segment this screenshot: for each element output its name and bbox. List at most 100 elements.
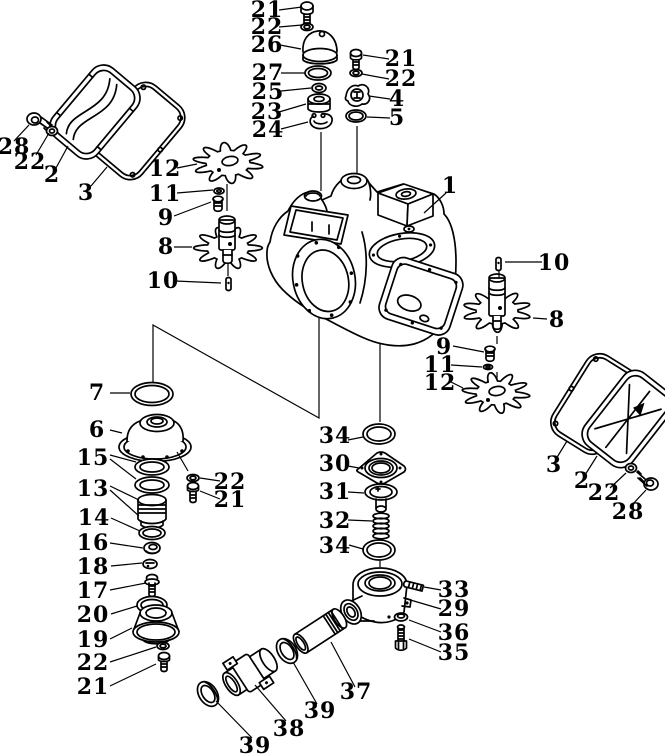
part-washer-22-b [349,68,363,78]
callout-label: 11 [423,352,457,378]
part-oring-14 [138,525,166,541]
callout-label: 37 [339,679,373,705]
callout-label: 7 [88,380,106,406]
part-bolt-35 [394,624,408,652]
part-cover-2-left [49,64,141,160]
callout-label: 21 [213,487,247,513]
part-clip-18 [142,558,158,570]
part-pipe-37 [292,608,348,654]
callout-label: 9 [435,334,453,360]
part-bearing-23 [307,93,331,113]
part-ring-11-right [482,363,494,371]
leader-lines [13,6,647,739]
part-washer-22-a [300,22,314,32]
callout-label: 28 [0,134,31,160]
assembly-centerlines [152,126,500,567]
callout-label: 8 [157,234,175,260]
callout-label: 17 [76,578,110,604]
callout-label: 32 [318,508,352,534]
part-cage-6 [118,413,192,463]
part-ring-15-a [134,458,170,476]
part-rotor-8-right [463,273,531,334]
callout-label: 34 [318,533,352,559]
part-snapring-24 [309,112,333,130]
callout-label: 39 [238,733,272,756]
callout-label: 3 [77,180,95,206]
part-oring-34-b [362,539,396,561]
callout-label: 12 [148,156,182,182]
part-plate-12-right [461,371,531,415]
part-valve-31 [364,483,398,513]
callout-label: 19 [76,627,110,653]
callout-label: 8 [548,307,566,333]
callout-label: 6 [88,417,106,443]
part-spring-32 [372,512,390,540]
callout-label: 27 [251,60,285,86]
part-seal-39-a [275,637,299,665]
callout-label: 10 [146,268,180,294]
callout-label: 18 [76,554,110,580]
part-seat-plate-30 [355,451,407,485]
part-housing-1 [266,172,464,347]
part-cup-19 [132,604,180,645]
callout-label: 20 [76,602,110,628]
callout-label: 21 [384,46,418,72]
part-washer-22-d [156,641,170,651]
part-seat-16 [143,541,161,555]
callout-label: 22 [587,480,621,506]
part-bolt-21-b [349,48,363,71]
callout-label: 2 [573,468,591,494]
part-bolt-28-right [636,470,659,491]
part-washer-22-c [186,473,200,483]
part-washer-25 [311,82,327,94]
part-cover-2-right [581,369,665,469]
callout-label: 4 [388,86,406,112]
callout-label: 34 [318,423,352,449]
callout-label: 21 [76,674,110,700]
callout-label: 35 [437,640,471,666]
callout-label: 25 [251,79,285,105]
callout-label: 26 [250,32,284,58]
callout-label: 15 [76,445,110,471]
callout-label: 5 [388,105,406,131]
callout-label: 36 [437,620,471,646]
callout-label: 1 [441,173,459,199]
callout-label: 16 [76,530,110,556]
callout-label: 9 [157,205,175,231]
callout-label: 22 [76,650,110,676]
callout-label: 22 [13,149,47,175]
callout-label: 3 [545,452,563,478]
callout-label: 13 [76,476,110,502]
callout-label: 28 [611,499,645,525]
part-pin-10-right [495,256,502,272]
callout-label: 12 [423,370,457,396]
part-screw-17 [144,573,160,598]
part-pin-10-left [225,276,232,292]
callout-label: 30 [318,451,352,477]
callout-label: 38 [272,716,306,742]
part-nut-36 [393,612,409,622]
part-oring-34-a [362,423,396,445]
part-bolt-21-a [300,1,314,27]
callout-label: 22 [213,469,247,495]
callout-label: 33 [437,577,471,603]
part-valve-4 [344,83,371,107]
part-clamp-38 [222,647,278,697]
part-ring-11-left [213,187,225,195]
part-oring-27 [304,65,332,81]
callout-label: 11 [148,181,182,207]
callout-label: 23 [250,99,284,125]
callout-label: 21 [250,0,284,23]
callout-label: 10 [537,250,571,276]
callout-label: 31 [318,479,352,505]
part-oring-5 [345,109,367,123]
part-rotor-8-left [192,215,264,270]
callout-label: 14 [77,505,111,531]
part-bolt-21-d [157,651,171,673]
part-bolt-28-left [26,112,53,133]
callout-label: 22 [250,14,284,40]
part-pin-9-left [212,195,224,213]
part-stud-33 [402,580,425,592]
